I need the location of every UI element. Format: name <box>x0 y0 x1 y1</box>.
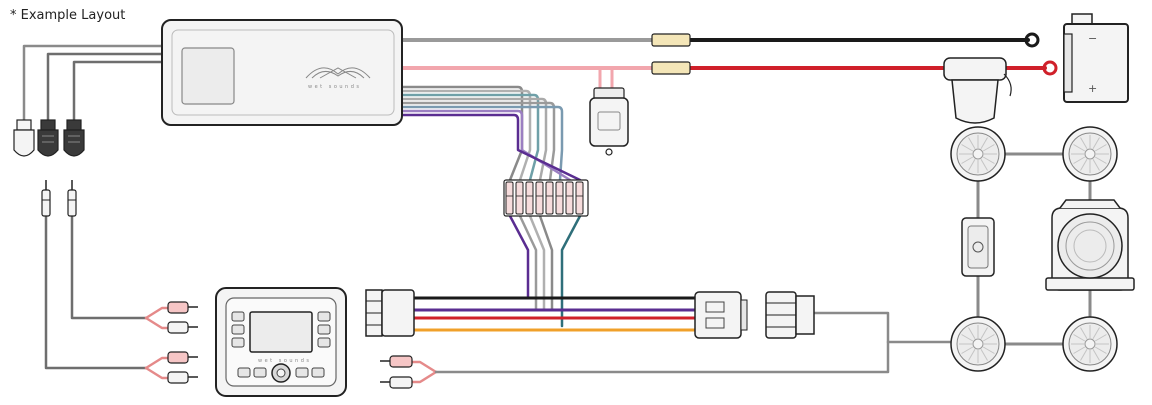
rca-connectors-middle <box>380 355 413 389</box>
rca-white-2 <box>167 371 189 384</box>
harness-connector-right <box>765 291 815 339</box>
splice-connector <box>575 181 584 215</box>
rca-white-3 <box>389 376 413 389</box>
splice-connector <box>525 181 534 215</box>
rca-y-split-2 <box>144 356 170 380</box>
red-wire-connector <box>651 61 691 75</box>
remote-module-body <box>589 97 629 147</box>
rca-plugs-top <box>13 119 85 157</box>
splice-connector <box>565 181 574 215</box>
head-unit-screen <box>249 311 313 353</box>
rca-red-1 <box>167 301 189 314</box>
rca-red-3 <box>389 355 413 368</box>
speaker-cable-bottom <box>434 340 890 374</box>
rca-connectors-left <box>167 301 198 384</box>
rca-cable-2 <box>46 52 164 122</box>
head-unit: wet sounds <box>215 287 347 397</box>
battery-plus-label: + <box>1088 82 1097 95</box>
splice-out-teal <box>560 214 582 328</box>
head-unit-right-buttons <box>317 311 331 348</box>
splice-out-gray-c <box>538 214 554 312</box>
gray-wire-connector <box>651 33 691 47</box>
mini-jack-2 <box>67 180 77 217</box>
battery-terminal-top <box>1071 13 1093 25</box>
rca-plug-black-2 <box>63 119 85 157</box>
fuse-holder-body <box>951 79 999 124</box>
splice-connector <box>555 181 564 215</box>
fuse-holder <box>943 57 1012 124</box>
splice-out-purple <box>508 214 530 300</box>
splice-connector <box>515 181 524 215</box>
rca-lead-1 <box>44 214 148 370</box>
harness-wire-1 <box>400 85 524 182</box>
rca-cable-3 <box>72 60 164 122</box>
splice-connector <box>535 181 544 215</box>
volume-remote <box>961 217 995 277</box>
amplifier-logo-text: wet sounds <box>308 84 362 90</box>
head-unit-left-buttons <box>231 311 245 348</box>
harness-connector-middle <box>694 291 748 339</box>
speaker-bottom-right <box>1062 316 1118 372</box>
harness-wire-7 <box>400 109 572 182</box>
amplifier-label-panel <box>181 47 235 105</box>
speakers <box>950 126 1118 372</box>
rca-y-split-3 <box>410 360 438 384</box>
harness-wire-8 <box>400 113 582 182</box>
inline-connectors <box>651 33 691 75</box>
splice-out-gray-a <box>518 214 538 312</box>
rca-y-split-1 <box>144 306 170 330</box>
subwoofer-enclosure <box>1045 199 1135 291</box>
fuse-holder-cap <box>943 57 1007 81</box>
rca-cable-1 <box>22 44 164 122</box>
mini-jack-1 <box>41 180 51 217</box>
rca-plug-white <box>13 119 35 157</box>
mini-jacks <box>41 180 77 217</box>
amplifier-logo-icon <box>305 67 371 79</box>
wires <box>22 38 1092 384</box>
splice-out-gray-b <box>528 214 546 312</box>
speaker-bottom-left <box>950 316 1006 372</box>
battery: − + <box>1063 13 1129 103</box>
amplifier: wet sounds <box>161 19 403 126</box>
splice-connector <box>545 181 554 215</box>
battery-minus-label: − <box>1088 32 1097 45</box>
splice-connector <box>505 181 514 215</box>
power-ring-terminal <box>1042 60 1058 76</box>
harness-connector-left <box>365 289 415 337</box>
head-unit-bottom-buttons <box>237 367 325 378</box>
example-layout-note: * Example Layout <box>10 8 126 23</box>
speaker-cable-from-harness <box>812 311 957 344</box>
amplifier-inner-panel <box>171 29 395 116</box>
head-unit-logo-text: wet sounds <box>258 358 312 364</box>
rca-plug-black-1 <box>37 119 59 157</box>
rca-lead-2 <box>70 214 148 320</box>
rca-red-2 <box>167 351 189 364</box>
harness-wire-6 <box>400 105 564 182</box>
rca-white-1 <box>167 321 189 334</box>
speaker-top-left <box>950 126 1006 182</box>
subwoofer-cone <box>1057 213 1123 279</box>
ring-terminals <box>1024 32 1058 76</box>
splice-connector-block <box>503 179 589 217</box>
ground-ring-terminal <box>1024 32 1040 48</box>
speaker-top-right <box>1062 126 1118 182</box>
remote-module <box>589 87 629 156</box>
harness-wire-2 <box>400 89 532 182</box>
